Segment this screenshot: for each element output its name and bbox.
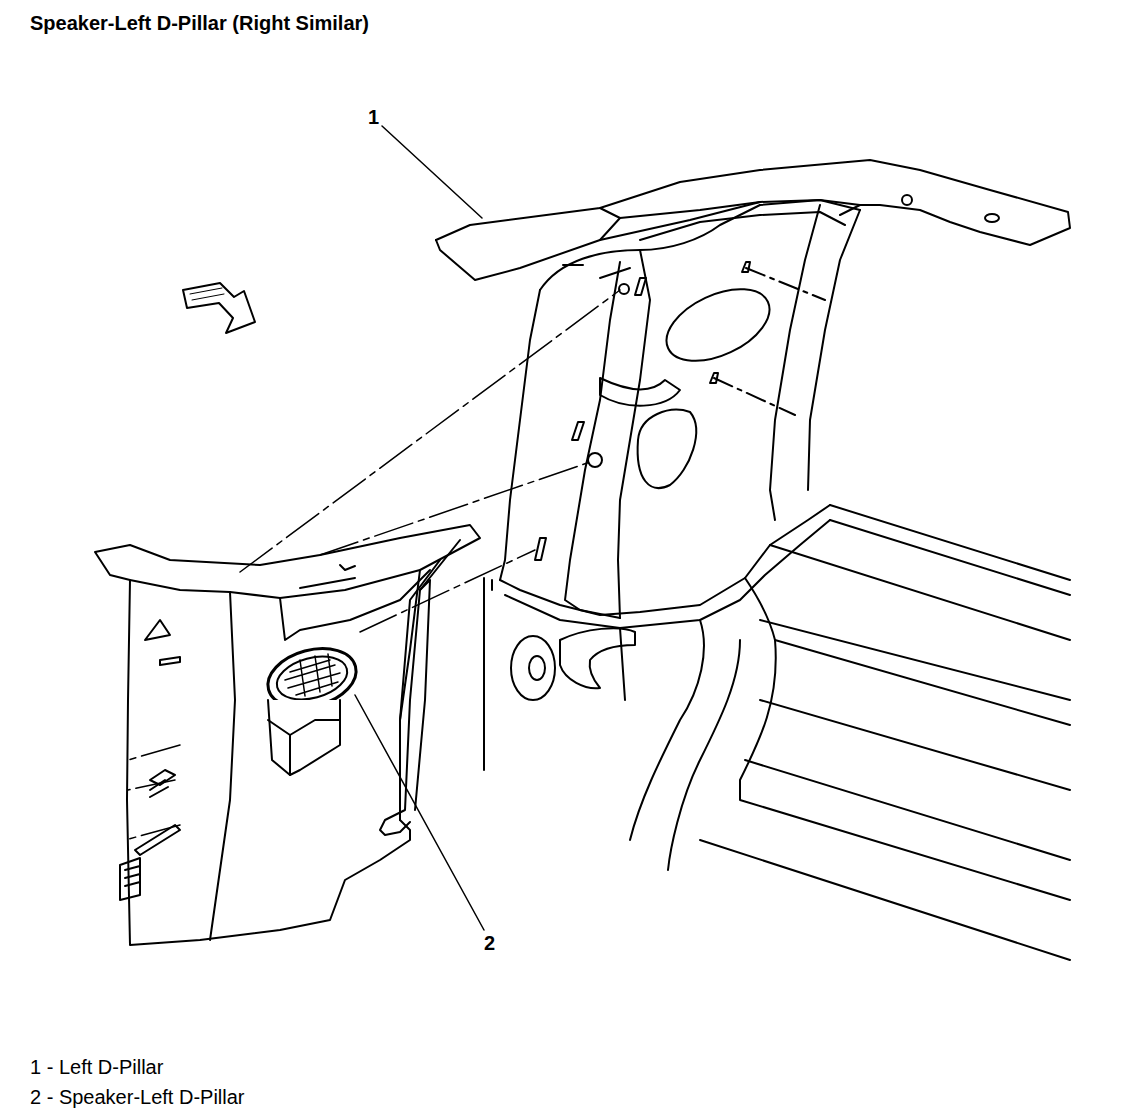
part-key: 1 - Left D-Pillar bbox=[30, 1056, 163, 1078]
diagram-title: Speaker-Left D-Pillar (Right Similar) bbox=[30, 12, 369, 34]
alignment-lines bbox=[125, 290, 620, 840]
callout-number: 1 bbox=[366, 106, 381, 128]
leader-line bbox=[382, 126, 482, 218]
callout-number: 2 bbox=[482, 932, 497, 954]
body-d-pillar bbox=[436, 160, 1070, 770]
part-key: 2 - Speaker-Left D-Pillar bbox=[30, 1086, 245, 1108]
leader-line bbox=[355, 695, 484, 930]
cargo-bed bbox=[620, 505, 1070, 960]
d-pillar-trim-panel bbox=[95, 525, 480, 945]
arrow-hatch bbox=[190, 288, 224, 300]
direction-arrow bbox=[183, 283, 255, 333]
